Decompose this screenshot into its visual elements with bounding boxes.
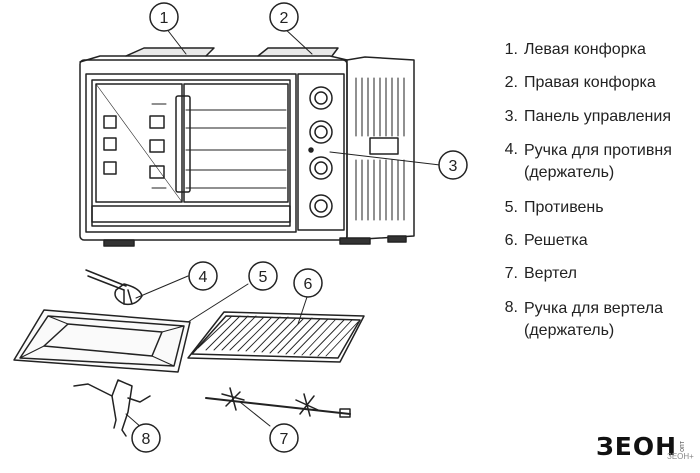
callout-8: 8 [142,431,151,448]
right-hotplate [257,47,339,57]
callout-2: 2 [280,10,289,27]
logo-small-text: опт [679,441,687,452]
parts-legend: 1. Левая конфорка 2. Правая конфорка 3. … [488,40,698,355]
legend-number: 8. [504,298,518,316]
baking-tray [13,309,191,373]
callout-1: 1 [160,10,169,27]
oven-body [79,55,415,247]
legend-item: 8. Ручка для вертела (держатель) [488,298,698,342]
legend-number: 6. [504,231,518,249]
legend-number: 5. [504,198,518,216]
callout-5: 5 [259,269,268,286]
legend-item: 7. Вертел [488,264,698,284]
legend-text: Правая конфорка [524,74,656,92]
legend-item: 2. Правая конфорка [488,73,698,93]
logo-subtext: ЗEOH+ [667,452,694,461]
legend-text: Решетка [524,231,588,249]
left-hotplate [125,47,215,57]
legend-item: 5. Противень [488,198,698,218]
legend-number: 3. [504,107,518,125]
legend-text: Ручка для вертела (держатель) [524,299,663,339]
legend-number: 7. [504,265,518,283]
legend-item: 6. Решетка [488,231,698,251]
callout-3: 3 [449,158,458,175]
legend-text: Вертел [524,265,577,283]
legend-text: Панель управления [524,107,671,125]
legend-text: Левая конфорка [524,41,646,58]
callout-6: 6 [304,276,313,293]
zeon-logo: ЗEOH опт ЗEOH+ [596,432,694,461]
legend-item: 3. Панель управления [488,107,698,127]
legend-text: Ручка для противня (держатель) [524,142,672,182]
callout-7: 7 [280,431,289,448]
logo-mark: ЗEOH [596,432,678,461]
spit-handle [73,379,151,437]
legend-number: 4. [504,141,518,159]
legend-text: Противень [524,198,604,216]
legend-number: 1. [504,41,518,58]
legend-number: 2. [504,74,518,92]
legend-item: 1. Левая конфорка [488,40,698,60]
legend-item: 4. Ручка для противня (держатель) [488,140,698,184]
wire-rack [187,311,365,363]
rotisserie-spit [205,387,351,418]
tray-handle [85,269,143,306]
callout-4: 4 [199,269,208,286]
